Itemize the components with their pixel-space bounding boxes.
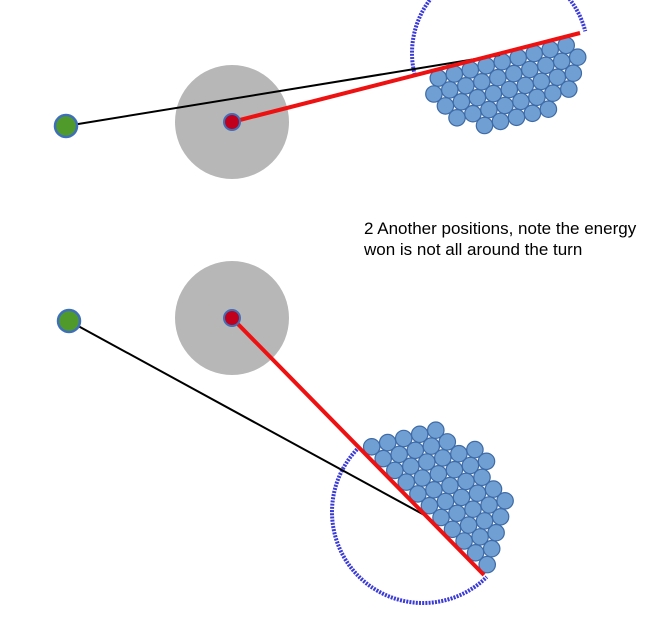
ball-icon <box>362 437 381 456</box>
ball-icon <box>466 543 485 562</box>
ball-icon <box>544 84 562 102</box>
ball-icon <box>441 476 459 495</box>
ball-cluster <box>425 36 587 135</box>
ball-icon <box>413 469 432 487</box>
ball-icon <box>445 460 464 479</box>
ball-icon <box>390 445 408 464</box>
ball-icon <box>459 516 478 534</box>
ball-icon <box>420 496 439 515</box>
ball-icon <box>452 488 471 507</box>
ball-icon <box>468 88 487 107</box>
ball-icon <box>425 480 443 499</box>
bucket-rim <box>330 445 489 605</box>
anchor-dot-icon <box>56 308 82 334</box>
ball-icon <box>394 429 413 448</box>
ball-icon <box>475 116 494 135</box>
ball-icon <box>487 523 505 542</box>
ball-icon <box>457 472 475 491</box>
anchor-dot-icon <box>53 113 79 139</box>
ball-icon <box>461 456 480 475</box>
ball-icon <box>568 48 587 66</box>
caption-text: 2 Another positions, note the energy won… <box>364 219 637 259</box>
ball-icon <box>507 108 526 127</box>
ball-icon <box>539 100 558 118</box>
pivot-dot-icon <box>223 113 241 131</box>
ball-icon <box>433 449 452 467</box>
ball-icon <box>429 464 448 483</box>
ball-icon <box>528 88 546 107</box>
ball-icon <box>401 457 420 475</box>
ball-icon <box>491 112 510 131</box>
ball-icon <box>504 64 523 83</box>
ball-icon <box>450 444 468 463</box>
ball-icon <box>484 480 503 498</box>
bottom-position-scene <box>56 261 514 605</box>
ball-icon <box>406 441 425 460</box>
ball-icon <box>480 496 498 514</box>
ball-icon <box>477 452 496 471</box>
ball-icon <box>512 92 530 111</box>
ball-icon <box>475 512 494 530</box>
ball-icon <box>478 555 496 574</box>
ball-icon <box>436 97 455 115</box>
ball-icon <box>440 81 459 99</box>
ball-icon <box>488 68 507 87</box>
ball-icon <box>482 539 501 558</box>
ball-icon <box>455 532 473 550</box>
ball-icon <box>417 453 436 471</box>
ball-icon <box>397 473 416 491</box>
ball-icon <box>520 60 539 79</box>
tether-line <box>68 320 429 518</box>
ball-icon <box>564 64 583 82</box>
ball-icon <box>471 528 489 546</box>
ball-icon <box>409 485 427 503</box>
red-arm <box>230 316 486 577</box>
ball-icon <box>422 437 441 455</box>
ball-icon <box>468 484 487 502</box>
red-arm <box>231 31 581 124</box>
ball-icon <box>466 440 484 459</box>
pivot-dot-icon <box>223 309 241 327</box>
ball-icon <box>448 504 466 523</box>
ball-icon <box>473 468 491 487</box>
ball-icon <box>426 421 445 439</box>
ball-icon <box>452 93 471 111</box>
ball-cluster <box>362 421 514 574</box>
ball-icon <box>443 520 462 539</box>
ball-icon <box>552 52 571 71</box>
ball-icon <box>374 449 392 468</box>
ball-icon <box>548 68 567 87</box>
ball-icon <box>472 73 491 91</box>
ball-icon <box>500 80 519 99</box>
ball-icon <box>464 500 482 518</box>
ball-icon <box>378 433 397 452</box>
ball-icon <box>385 461 404 480</box>
ball-icon <box>559 80 578 98</box>
top-position-scene <box>53 0 588 179</box>
ball-icon <box>480 100 498 119</box>
ball-icon <box>410 425 429 444</box>
tether-line <box>65 54 501 127</box>
ball-icon <box>532 72 551 91</box>
ball-icon <box>496 96 514 115</box>
ball-icon <box>448 109 466 127</box>
ball-icon <box>523 104 542 123</box>
ball-icon <box>491 507 510 526</box>
ball-icon <box>436 492 455 511</box>
ball-icon <box>438 433 457 451</box>
ball-icon <box>432 508 450 527</box>
ball-icon <box>496 491 514 510</box>
ball-icon <box>464 104 482 123</box>
